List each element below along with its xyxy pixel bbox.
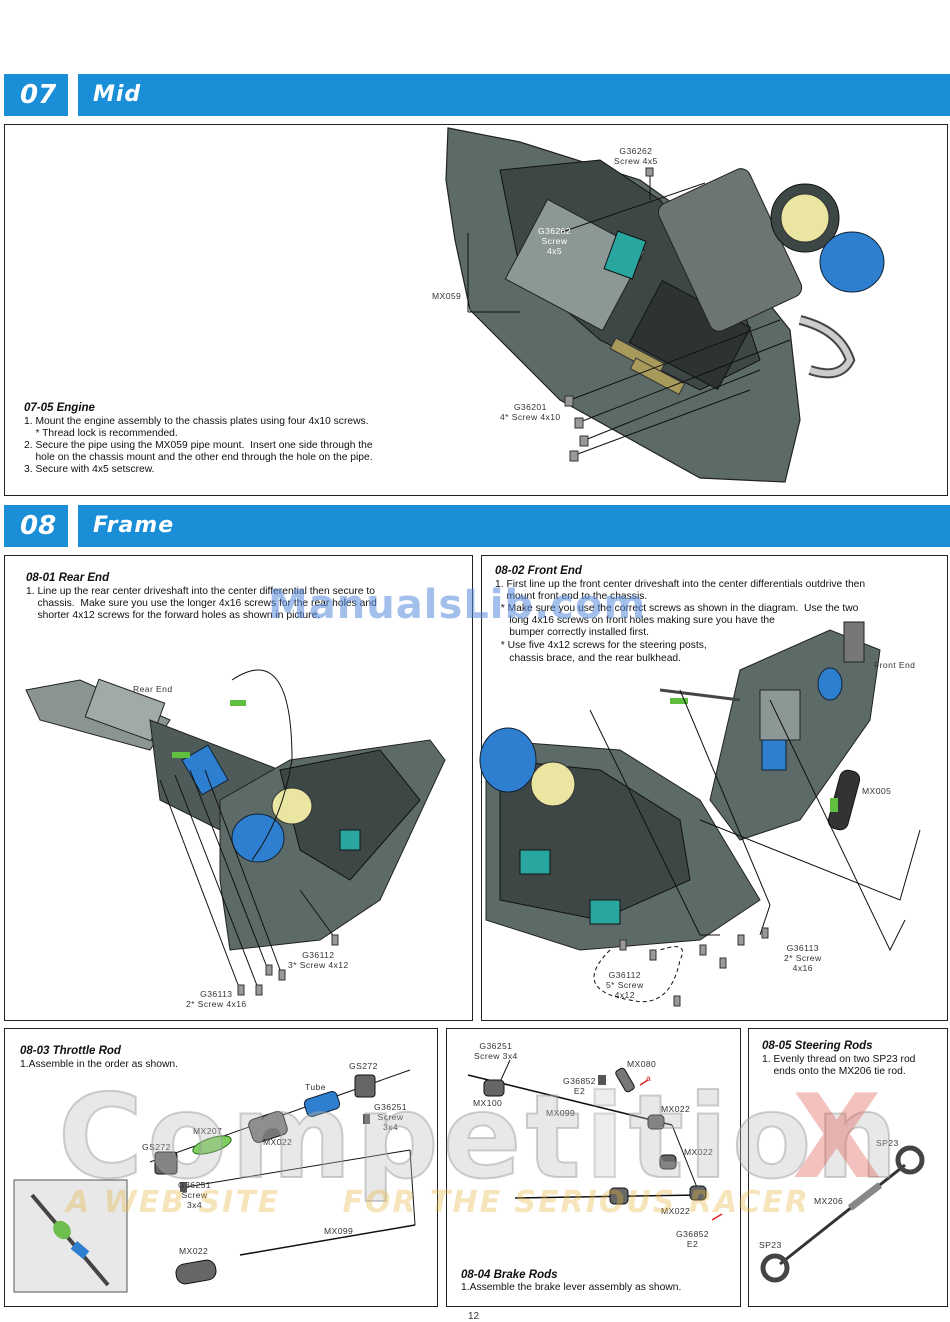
step-0803-title: 08-03 Throttle Rod bbox=[20, 1045, 121, 1057]
label-g36251-right: G36251 Screw 3x4 bbox=[374, 1102, 407, 1132]
step-0801-title: 08-01 Rear End bbox=[26, 572, 110, 584]
step-0804-title: 08-04 Brake Rods bbox=[461, 1269, 558, 1281]
label-gs272-right: GS272 bbox=[349, 1061, 378, 1071]
section-08-number: 08 bbox=[20, 511, 57, 541]
label-g36113-front: G36113 2* Screw 4x16 bbox=[784, 943, 822, 973]
step-0802-line-3: * Make sure you use the correct screws a… bbox=[495, 603, 859, 614]
competitionx-watermark-tagline: A WEB SITE FOR THE SERIOUS RACER bbox=[66, 1185, 810, 1220]
label-mx206: MX206 bbox=[814, 1196, 844, 1206]
label-mx022-brake-b: MX022 bbox=[684, 1147, 714, 1157]
section-07-number: 07 bbox=[20, 80, 57, 110]
label-mx207: MX207 bbox=[193, 1126, 223, 1136]
section-07-title-bar bbox=[78, 74, 950, 116]
label-mx099-throttle: MX099 bbox=[324, 1226, 354, 1236]
section-08-title-bar bbox=[78, 505, 950, 547]
page-number: 12 bbox=[468, 1311, 480, 1322]
step-0804-line-1: 1.Assemble the brake lever assembly as s… bbox=[461, 1282, 682, 1293]
section-07-number-bar bbox=[4, 74, 68, 116]
step-0802-title: 08-02 Front End bbox=[495, 565, 582, 577]
step-0802-line-7: chassis brace, and the rear bulkhead. bbox=[495, 653, 682, 664]
competitionx-watermark-x: X bbox=[792, 1070, 882, 1205]
label-mx022-brake-c: MX022 bbox=[661, 1206, 691, 1216]
label-g36201: G36201 4* Screw 4x10 bbox=[500, 402, 561, 422]
label-tube: Tube bbox=[305, 1082, 326, 1092]
step-0805-title: 08-05 Steering Rods bbox=[762, 1040, 873, 1052]
step-0705-line-3: 2. Secure the pipe using the MX059 pipe … bbox=[24, 440, 373, 451]
label-mx022-top: MX022 bbox=[263, 1137, 293, 1147]
step-0801-line-1: 1. Line up the rear center driveshaft in… bbox=[26, 586, 375, 597]
label-mx022-bottom: MX022 bbox=[179, 1246, 209, 1256]
step-0705-line-5: 3. Secure with 4x5 setscrew. bbox=[24, 464, 155, 475]
label-g36262-screw-mid: G36262 Screw 4x5 bbox=[538, 226, 571, 256]
panel-0804-brake-rods bbox=[446, 1028, 741, 1307]
label-a-mark: a bbox=[646, 1073, 652, 1083]
step-0801-line-3: shorter 4x12 screws for the forward hole… bbox=[26, 610, 321, 621]
label-g36852-top: G36852 E2 bbox=[563, 1076, 596, 1096]
step-0802-line-4: long 4x16 screws on front holes making s… bbox=[495, 615, 775, 626]
rear-end-illustration bbox=[25, 669, 446, 996]
step-0802-line-5: bumper correctly installed first. bbox=[495, 627, 649, 638]
label-g36251-brake: G36251 Screw 3x4 bbox=[474, 1041, 518, 1061]
label-sp23-bottom: SP23 bbox=[759, 1240, 782, 1250]
label-g36262-screw-top: G36262 Screw 4x5 bbox=[614, 146, 658, 166]
label-mx022-brake-a: MX022 bbox=[661, 1104, 691, 1114]
manualslib-watermark: ManualsLib.com bbox=[268, 582, 647, 628]
step-0802-line-2: mount front end to the chassis. bbox=[495, 591, 648, 602]
section-07-title: Mid bbox=[93, 82, 142, 107]
steering-rods-illustration bbox=[760, 1145, 925, 1283]
label-mx080: MX080 bbox=[627, 1059, 657, 1069]
label-mx059: MX059 bbox=[432, 291, 462, 301]
throttle-rod-illustration bbox=[13, 1069, 416, 1293]
step-0705-line-1: 1. Mount the engine assembly to the chas… bbox=[24, 416, 369, 427]
step-0802-line-1: 1. First line up the front center drives… bbox=[495, 579, 866, 590]
section-08-title: Frame bbox=[93, 513, 175, 538]
step-0705-line-2: * Thread lock is recommended. bbox=[24, 428, 178, 439]
label-g36113-rear: G36113 2* Screw 4x16 bbox=[186, 989, 247, 1009]
label-mx100: MX100 bbox=[473, 1098, 503, 1108]
label-sp23-top: SP23 bbox=[876, 1138, 899, 1148]
label-rear-end: Rear End bbox=[133, 684, 173, 694]
label-g36112-front: G36112 5* Screw 4x12 bbox=[606, 970, 644, 1000]
step-0805-line-2: ends onto the MX206 tie rod. bbox=[762, 1066, 906, 1077]
label-g36852-bottom: G36852 E2 bbox=[676, 1229, 709, 1249]
step-0803-line-1: 1.Assemble in the order as shown. bbox=[20, 1059, 178, 1070]
step-0705-line-4: hole on the chassis mount and the other … bbox=[24, 452, 373, 463]
label-g36112-rear: G36112 3* Screw 4x12 bbox=[288, 950, 349, 970]
step-0801-line-2: chassis. Make sure you use the longer 4x… bbox=[26, 598, 377, 609]
section-08-number-bar bbox=[4, 505, 68, 547]
label-gs272-left: GS272 bbox=[142, 1142, 171, 1152]
competitionx-watermark-main: Competition bbox=[57, 1069, 903, 1206]
label-mx099-brake: MX099 bbox=[546, 1108, 576, 1118]
label-front-end: Front End bbox=[874, 660, 916, 670]
brake-rods-illustration bbox=[467, 1059, 723, 1221]
step-0705-title: 07-05 Engine bbox=[24, 402, 95, 414]
label-mx005: MX005 bbox=[862, 786, 892, 796]
step-0802-line-6: * Use five 4x12 screws for the steering … bbox=[495, 640, 707, 651]
engine-chassis-illustration bbox=[445, 127, 885, 483]
label-g36251-left: G36251 Screw 3x4 bbox=[178, 1180, 211, 1210]
step-0805-line-1: 1. Evenly thread on two SP23 rod bbox=[762, 1054, 916, 1065]
front-end-illustration bbox=[479, 621, 921, 1007]
